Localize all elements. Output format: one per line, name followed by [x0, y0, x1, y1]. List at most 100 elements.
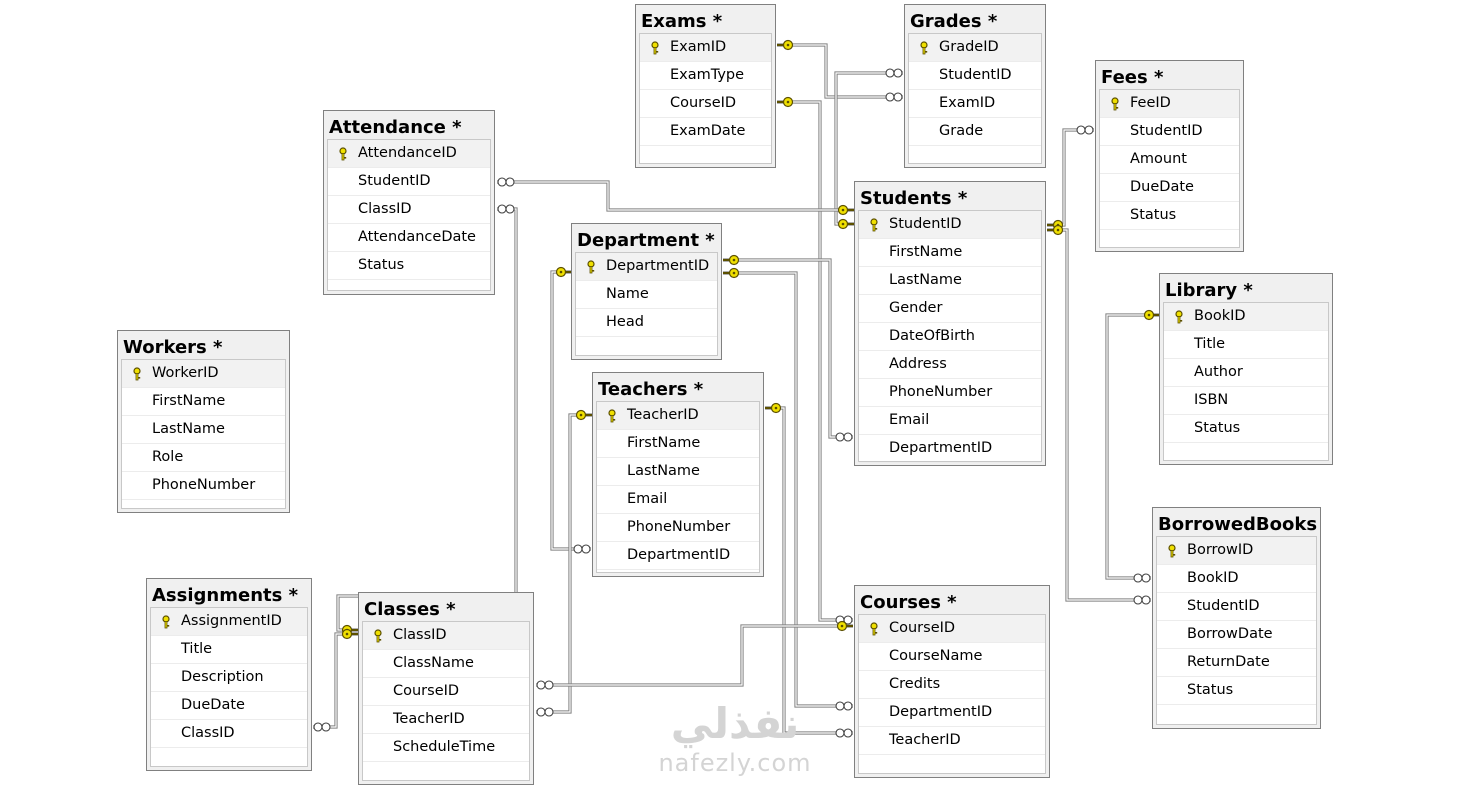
- field-row[interactable]: BorrowDate: [1157, 621, 1316, 649]
- table-title: Fees *: [1101, 67, 1164, 88]
- field-row[interactable]: DepartmentID: [576, 253, 717, 281]
- field-row[interactable]: ExamID: [640, 34, 771, 62]
- field-name: Grade: [939, 123, 984, 139]
- field-row[interactable]: ScheduleTime: [363, 734, 529, 762]
- field-row[interactable]: Status: [1164, 415, 1328, 443]
- field-row[interactable]: FirstName: [597, 430, 759, 458]
- field-row[interactable]: DateOfBirth: [859, 323, 1041, 351]
- field-row[interactable]: Description: [151, 664, 307, 692]
- field-row[interactable]: WorkerID: [122, 360, 285, 388]
- field-row[interactable]: Status: [1157, 677, 1316, 705]
- field-row[interactable]: StudentID: [328, 168, 490, 196]
- field-name: Amount: [1130, 151, 1187, 167]
- field-row[interactable]: DepartmentID: [859, 435, 1041, 463]
- primary-key-icon: [133, 367, 141, 381]
- field-row[interactable]: ExamType: [640, 62, 771, 90]
- field-row[interactable]: StudentID: [859, 211, 1041, 239]
- field-row[interactable]: LastName: [122, 416, 285, 444]
- field-row[interactable]: GradeID: [909, 34, 1041, 62]
- field-row[interactable]: FirstName: [859, 239, 1041, 267]
- field-row[interactable]: LastName: [597, 458, 759, 486]
- field-name: Title: [1194, 336, 1226, 352]
- table-title: Grades *: [910, 11, 998, 32]
- field-row[interactable]: Name: [576, 281, 717, 309]
- field-row[interactable]: DueDate: [1100, 174, 1239, 202]
- field-row[interactable]: DepartmentID: [859, 699, 1045, 727]
- field-row[interactable]: Address: [859, 351, 1041, 379]
- field-name: ClassID: [393, 627, 447, 643]
- field-row[interactable]: ISBN: [1164, 387, 1328, 415]
- field-row[interactable]: Title: [151, 636, 307, 664]
- field-row[interactable]: Amount: [1100, 146, 1239, 174]
- field-row[interactable]: BookID: [1157, 565, 1316, 593]
- field-row[interactable]: AttendanceDate: [328, 224, 490, 252]
- field-row[interactable]: BorrowID: [1157, 537, 1316, 565]
- field-row[interactable]: TeacherID: [859, 727, 1045, 755]
- field-row[interactable]: CourseID: [859, 615, 1045, 643]
- field-row[interactable]: Grade: [909, 118, 1041, 146]
- field-row[interactable]: AttendanceID: [328, 140, 490, 168]
- field-row[interactable]: Email: [859, 407, 1041, 435]
- field-row[interactable]: ReturnDate: [1157, 649, 1316, 677]
- field-row[interactable]: ClassID: [151, 720, 307, 748]
- field-row[interactable]: TeacherID: [597, 402, 759, 430]
- field-name: WorkerID: [152, 365, 219, 381]
- field-row[interactable]: StudentID: [1157, 593, 1316, 621]
- field-row[interactable]: BookID: [1164, 303, 1328, 331]
- field-row[interactable]: PhoneNumber: [122, 472, 285, 500]
- field-row[interactable]: ClassID: [363, 622, 529, 650]
- primary-key-icon: [870, 218, 878, 232]
- field-row[interactable]: Status: [1100, 202, 1239, 230]
- field-row[interactable]: ClassName: [363, 650, 529, 678]
- field-row[interactable]: CourseName: [859, 643, 1045, 671]
- field-row[interactable]: Title: [1164, 331, 1328, 359]
- field-row[interactable]: Status: [328, 252, 490, 280]
- many-end-infinity-icon: [1133, 573, 1151, 583]
- field-name: FeeID: [1130, 95, 1171, 111]
- field-name: StudentID: [889, 216, 962, 232]
- field-row[interactable]: StudentID: [1100, 118, 1239, 146]
- field-row[interactable]: DepartmentID: [597, 542, 759, 570]
- one-end-key-icon: [777, 39, 794, 51]
- field-row[interactable]: PhoneNumber: [859, 379, 1041, 407]
- field-row[interactable]: Author: [1164, 359, 1328, 387]
- field-row[interactable]: Head: [576, 309, 717, 337]
- field-row[interactable]: CourseID: [640, 90, 771, 118]
- field-row[interactable]: TeacherID: [363, 706, 529, 734]
- field-row[interactable]: ExamDate: [640, 118, 771, 146]
- field-row[interactable]: LastName: [859, 267, 1041, 295]
- table-title: Assignments *: [152, 585, 299, 606]
- field-row[interactable]: CourseID: [363, 678, 529, 706]
- field-row[interactable]: ExamID: [909, 90, 1041, 118]
- field-row[interactable]: StudentID: [909, 62, 1041, 90]
- field-row[interactable]: Gender: [859, 295, 1041, 323]
- relationship-line: [765, 406, 853, 735]
- field-row[interactable]: PhoneNumber: [597, 514, 759, 542]
- field-row[interactable]: FirstName: [122, 388, 285, 416]
- field-row[interactable]: Credits: [859, 671, 1045, 699]
- relationship-line-core: [1047, 229, 1151, 601]
- field-row[interactable]: FeeID: [1100, 90, 1239, 118]
- field-row[interactable]: Email: [597, 486, 759, 514]
- field-row[interactable]: ClassID: [328, 196, 490, 224]
- field-row[interactable]: AssignmentID: [151, 608, 307, 636]
- field-name: ExamID: [670, 39, 727, 55]
- field-row[interactable]: Role: [122, 444, 285, 472]
- field-row[interactable]: DueDate: [151, 692, 307, 720]
- one-end-key-icon: [555, 266, 572, 278]
